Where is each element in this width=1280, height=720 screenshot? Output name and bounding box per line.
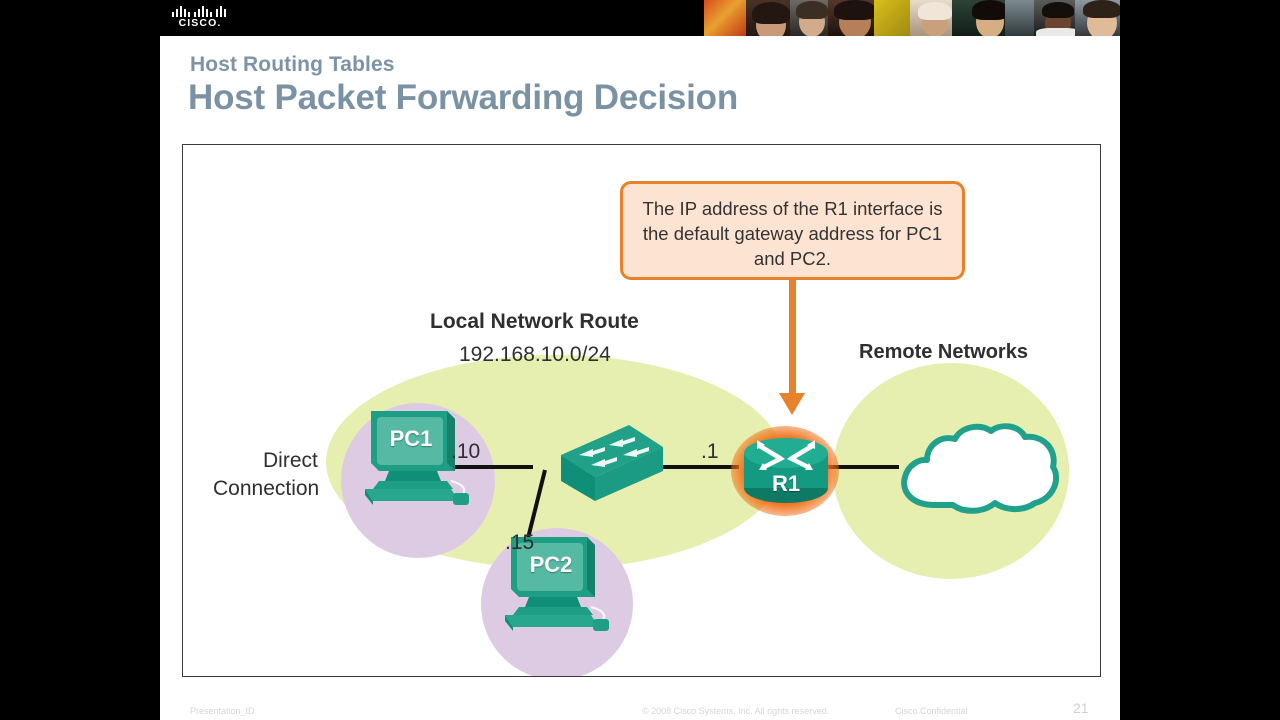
direct-connection-label-line1: Direct bbox=[263, 449, 318, 472]
cisco-logo: CISCO. bbox=[168, 6, 232, 32]
link-switch-to-router bbox=[626, 465, 739, 469]
switch-icon bbox=[561, 425, 663, 501]
remote-cloud bbox=[895, 417, 1063, 523]
local-network-route-label: Local Network Route bbox=[430, 310, 639, 333]
direct-connection-label-line2: Connection bbox=[213, 477, 320, 500]
footer-copyright: © 2008 Cisco Systems, Inc. All rights re… bbox=[642, 706, 830, 716]
footer-presentation-id: Presentation_ID bbox=[190, 706, 255, 716]
photo-thumb-portrait-5 bbox=[952, 0, 1005, 36]
router-octet-label: .1 bbox=[701, 440, 719, 463]
pc1-octet-label: .10 bbox=[451, 440, 481, 463]
remote-networks-label: Remote Networks bbox=[859, 341, 1028, 363]
page-title: Host Packet Forwarding Decision bbox=[188, 78, 739, 117]
link-router-to-cloud bbox=[813, 465, 899, 469]
pc2-octet-label: .15 bbox=[505, 531, 535, 554]
photo-thumb-portrait-7 bbox=[1074, 0, 1120, 36]
photo-thumb-portrait-3 bbox=[828, 0, 874, 36]
header-band: CISCO. bbox=[0, 0, 1280, 36]
pc1-label: PC1 bbox=[389, 426, 433, 451]
slide-canvas: Host Routing Tables Host Packet Forwardi… bbox=[160, 36, 1120, 720]
pc2-device: PC2 bbox=[495, 533, 615, 643]
pc1-device: PC1 bbox=[355, 407, 475, 517]
cisco-wordmark: CISCO. bbox=[178, 17, 222, 29]
photo-thumb-abstract-yellow bbox=[873, 0, 911, 36]
diagram-frame: PC1 PC2 bbox=[182, 144, 1101, 677]
cisco-logo-bars bbox=[172, 6, 228, 17]
computer-icon bbox=[365, 411, 469, 505]
photo-thumb-portrait-4 bbox=[910, 0, 953, 36]
slide-eyebrow: Host Routing Tables bbox=[190, 53, 395, 76]
callout-arrow-head bbox=[779, 393, 805, 415]
photo-thumb-abstract-red bbox=[704, 0, 746, 36]
router-device: R1 bbox=[743, 436, 829, 506]
local-network-cidr-label: 192.168.10.0/24 bbox=[459, 343, 611, 366]
pc2-label: PC2 bbox=[529, 552, 573, 577]
footer-page-number: 21 bbox=[1073, 700, 1089, 716]
computer-icon bbox=[505, 537, 609, 631]
header-photo-strip bbox=[704, 0, 1120, 36]
photo-thumb-portrait-2 bbox=[789, 0, 829, 36]
callout-box: The IP address of the R1 interface is th… bbox=[620, 181, 965, 280]
router-icon bbox=[744, 438, 828, 503]
photo-thumb-portrait-1 bbox=[745, 0, 790, 36]
footer-confidential: Cisco Confidential bbox=[895, 706, 968, 716]
cloud-icon bbox=[901, 423, 1060, 514]
callout-arrow-stem bbox=[789, 280, 796, 395]
router-label: R1 bbox=[771, 471, 801, 496]
switch-device bbox=[531, 425, 663, 507]
link-pc1-to-switch bbox=[436, 465, 533, 469]
photo-thumb-abstract-gray bbox=[1004, 0, 1035, 36]
photo-thumb-portrait-6 bbox=[1034, 0, 1075, 36]
